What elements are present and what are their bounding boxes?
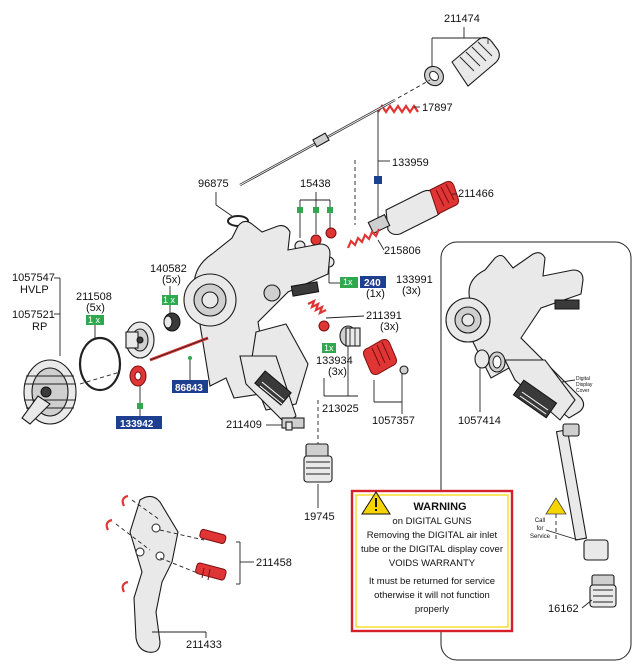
label-140582-qty: (5x) <box>162 274 181 286</box>
tag-133942 <box>116 416 162 429</box>
part-1057357-knob <box>363 339 409 375</box>
label-211474: 211474 <box>444 13 480 25</box>
label-16162: 16162 <box>548 603 579 615</box>
tag-86843 <box>172 380 208 393</box>
caution-triangle-icon <box>545 497 567 515</box>
part-211466-knob <box>367 181 459 236</box>
label-211458: 211458 <box>256 557 292 569</box>
part-211391-spring <box>307 298 327 316</box>
tag-133959 <box>374 176 382 184</box>
digital-display-cover-line1: Digital <box>576 376 590 382</box>
tag-211508-text: 1 x <box>88 315 101 325</box>
label-17897: 17897 <box>422 102 453 114</box>
warning-line5: It must be returned for service <box>369 576 495 587</box>
label-215806: 215806 <box>384 245 421 257</box>
warning-line3: tube or the DIGITAL display cover <box>361 544 503 555</box>
tag-15438-a <box>297 207 303 213</box>
tag-240-green-text: 1x <box>343 277 353 287</box>
label-240: 240 <box>364 278 381 289</box>
part-133942 <box>129 365 147 387</box>
label-211409: 211409 <box>226 419 262 431</box>
call-for-service-line3: Service <box>530 534 551 540</box>
warning-line6: otherwise it will not function <box>374 590 490 601</box>
inset-air-tube <box>555 423 617 608</box>
tag-133934-text: 1x <box>324 343 334 353</box>
label-96875: 96875 <box>198 178 229 190</box>
label-211508-qty: (5x) <box>86 302 105 314</box>
label-86843: 86843 <box>175 383 203 394</box>
label-15438: 15438 <box>300 178 331 190</box>
label-1057414: 1057414 <box>458 415 501 427</box>
part-nozzle <box>125 321 155 359</box>
call-for-service-line2: for <box>536 526 543 532</box>
tag-240-blue <box>360 276 386 288</box>
label-133991-qty: (3x) <box>402 285 421 297</box>
label-133991: 133991 <box>396 274 433 286</box>
label-211466: 211466 <box>458 188 494 200</box>
warning-title: WARNING <box>413 501 466 513</box>
label-133934: 133934 <box>316 355 353 367</box>
part-211508-ring <box>78 336 122 392</box>
part-211458-pins <box>195 528 227 581</box>
inset-gun-body <box>445 252 585 421</box>
part-211474-knob <box>424 36 500 87</box>
part-211409-clip <box>281 417 305 431</box>
part-air-cap <box>21 359 77 425</box>
label-140582: 140582 <box>150 263 187 275</box>
tag-15438-b <box>313 207 319 213</box>
part-140582 <box>163 312 181 332</box>
part-17897-spring <box>377 104 419 114</box>
warning-line2: Removing the DIGITAL air inlet <box>367 530 498 541</box>
part-needle <box>239 98 396 187</box>
warning-triangle-icon <box>361 491 391 515</box>
warning-line1: on DIGITAL GUNS <box>392 516 471 527</box>
label-211433: 211433 <box>186 639 222 651</box>
label-211391-qty: (3x) <box>380 321 399 333</box>
tag-133934 <box>322 343 336 353</box>
digital-display-cover-line2: Display <box>576 382 593 388</box>
part-15438-seal-c <box>325 227 337 239</box>
label-240-qty: (1x) <box>366 288 385 300</box>
label-133959: 133959 <box>392 157 429 169</box>
inset-frame <box>440 241 632 661</box>
digital-display-cover-line3: Cover <box>576 388 590 394</box>
inset-seal-1057414 <box>474 349 506 373</box>
tag-211508 <box>86 315 104 325</box>
warning-line7: properly <box>415 604 450 615</box>
label-211391: 211391 <box>366 310 402 322</box>
part-15438-seal-b <box>310 234 322 246</box>
label-1057521: 1057521 <box>12 309 55 321</box>
warning-line4: VOIDS WARRANTY <box>389 558 476 569</box>
label-19745: 19745 <box>304 511 335 523</box>
call-for-service-line1: Call <box>535 518 545 524</box>
label-213025: 213025 <box>322 403 359 415</box>
label-rp: RP <box>32 321 47 333</box>
part-215806-spring <box>346 228 381 249</box>
part-211433-trigger <box>105 494 179 653</box>
part-19745-inlet <box>303 400 333 483</box>
label-hvlp: HVLP <box>20 284 49 296</box>
label-133934-qty: (3x) <box>328 366 347 378</box>
tag-140582-text: 1 x <box>163 295 176 305</box>
gun-body <box>183 220 331 425</box>
label-1057357: 1057357 <box>372 415 415 427</box>
tag-240-green <box>340 277 358 288</box>
label-133942: 133942 <box>120 419 154 430</box>
label-1057547: 1057547 <box>12 272 55 284</box>
tag-140582 <box>162 295 178 305</box>
part-213025-valve <box>339 325 361 347</box>
tag-133942-green <box>137 403 143 409</box>
part-133934-seal <box>318 320 330 332</box>
tag-15438-c <box>327 207 333 213</box>
label-211508: 211508 <box>76 291 112 303</box>
